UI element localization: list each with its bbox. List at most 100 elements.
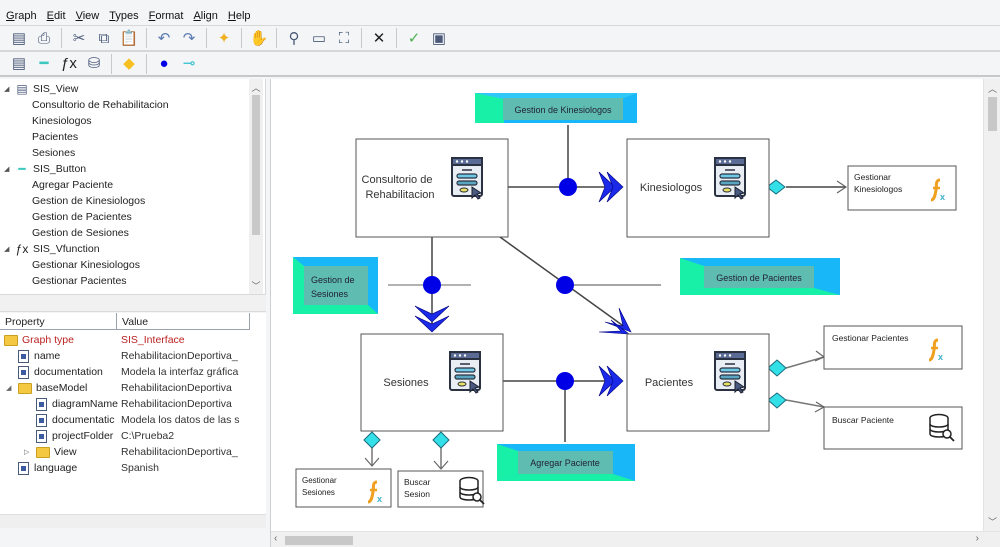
sis-function-tool-button[interactable]: ƒx xyxy=(58,53,80,75)
panel-splitter[interactable] xyxy=(0,294,266,312)
property-value[interactable]: RehabilitacionDeportiva_ xyxy=(121,350,238,362)
function-buscar-paciente[interactable]: Buscar Paciente xyxy=(823,406,963,450)
undo-button[interactable]: ↶ xyxy=(153,27,175,49)
tree-item[interactable]: Gestionar Kinesiologos xyxy=(32,259,140,271)
delete-button[interactable]: ✕ xyxy=(368,27,390,49)
cut-button[interactable]: ✂ xyxy=(68,27,90,49)
canvas-hscroll-thumb[interactable] xyxy=(285,536,353,545)
canvas-horizontal-scrollbar[interactable]: ‹ › xyxy=(271,531,1000,547)
paste-button[interactable]: 📋 xyxy=(118,27,140,49)
button-agregar-paciente[interactable]: Agregar Paciente xyxy=(497,444,635,481)
circle-connector-tool-button[interactable]: ● xyxy=(153,53,175,75)
canvas-vertical-scrollbar[interactable]: ︿ ﹀ xyxy=(983,79,1000,531)
collapse-triangle-icon[interactable]: ◢ xyxy=(6,385,12,392)
tree-item[interactable]: Agregar Paciente xyxy=(32,179,114,191)
property-value[interactable]: Modela la interfaz gráfica xyxy=(121,366,239,378)
menu-format[interactable]: Format xyxy=(149,10,184,22)
value-column-header[interactable]: Value xyxy=(117,313,250,330)
property-value[interactable]: RehabilitacionDeportiva_ xyxy=(121,446,238,458)
redo-button[interactable]: ↷ xyxy=(178,27,200,49)
fit-to-window-button[interactable]: ⛶ xyxy=(333,27,355,49)
property-column-header[interactable]: Property xyxy=(0,313,117,330)
function-gestionar-kinesiologos[interactable]: Gestionar Kinesiologos xyxy=(847,165,957,211)
scroll-up-arrow-icon[interactable]: ︿ xyxy=(987,84,997,94)
tree-scroll-thumb[interactable] xyxy=(252,95,260,235)
tree-item[interactable]: Gestion de Pacientes xyxy=(32,211,132,223)
expand-triangle-icon[interactable]: ▷ xyxy=(24,449,30,456)
export-image-button[interactable]: ▣ xyxy=(428,27,450,49)
delete-icon: ✕ xyxy=(372,29,386,47)
sis-view-tool-button[interactable]: ▤ xyxy=(8,53,30,75)
property-value[interactable]: Modela los datos de las s xyxy=(121,414,240,426)
button-gestion-pacientes[interactable]: Gestion de Pacientes xyxy=(680,258,840,295)
menu-view[interactable]: View xyxy=(76,10,100,22)
tree-vertical-scrollbar[interactable]: ︿ ﹀ xyxy=(249,79,263,294)
view-pacientes[interactable]: Pacientes xyxy=(626,333,770,432)
tree-item[interactable]: Gestion de Kinesiologos xyxy=(32,195,146,207)
print-button[interactable]: ⎙ xyxy=(33,27,55,49)
tree-item[interactable]: Sesiones xyxy=(32,147,76,159)
arrow-link-tool-button[interactable]: ⊸ xyxy=(178,53,200,75)
view-consultorio[interactable]: Consultorio de Rehabilitacion xyxy=(355,138,509,238)
menu-align[interactable]: Align xyxy=(193,10,217,22)
function-gestionar-sesiones[interactable]: Gestionar Sesiones xyxy=(295,468,392,508)
properties-horizontal-scrollbar[interactable] xyxy=(0,514,266,528)
button-gestion-kinesiologos[interactable]: Gestion de Kinesiologos xyxy=(475,93,637,123)
expand-triangle-icon[interactable]: ◢ xyxy=(4,246,10,253)
view-sesiones[interactable]: Sesiones xyxy=(360,333,504,432)
tree-group-sis-view[interactable]: ◢▤SIS_View xyxy=(0,81,78,97)
diagram-svg[interactable]: x xyxy=(271,79,983,531)
tree-item[interactable]: Consultorio de Rehabilitacion xyxy=(32,99,169,111)
property-value[interactable]: SIS_Interface xyxy=(121,334,185,346)
pan-hand-button[interactable]: ✋ xyxy=(248,27,270,49)
menu-graph[interactable]: Graph xyxy=(6,10,37,22)
scroll-down-arrow-icon[interactable]: ﹀ xyxy=(987,517,997,527)
tree-item[interactable]: Gestionar Pacientes xyxy=(32,275,127,287)
database-search-tool-button[interactable]: ⛁ xyxy=(83,53,105,75)
function-buscar-sesion[interactable]: Buscar Sesion xyxy=(397,470,485,508)
scroll-right-arrow-icon[interactable]: › xyxy=(975,533,979,544)
menu-edit[interactable]: Edit xyxy=(47,10,66,22)
zoom-button[interactable]: ⚲ xyxy=(283,27,305,49)
expand-triangle-icon[interactable]: ◢ xyxy=(4,86,10,93)
diamond-connector-tool-button[interactable]: ◆ xyxy=(118,53,140,75)
sis-button-tool-button[interactable]: ━ xyxy=(33,53,55,75)
scroll-up-arrow-icon[interactable]: ︿ xyxy=(251,83,261,93)
scroll-down-arrow-icon[interactable]: ﹀ xyxy=(251,281,261,291)
property-value[interactable]: RehabilitacionDeportiva xyxy=(121,382,232,394)
tree-item[interactable]: Pacientes xyxy=(32,131,79,143)
diamond-connector-icon xyxy=(766,179,786,195)
property-value[interactable]: Spanish xyxy=(121,462,159,474)
tree-group-sis-button[interactable]: ◢━SIS_Button xyxy=(0,161,86,177)
menu-bar: Graph Edit View Types Format Align Help xyxy=(0,6,1000,26)
tree-item[interactable]: Kinesiologos xyxy=(32,115,92,127)
property-value[interactable]: RehabilitacionDeportiva xyxy=(121,398,232,410)
expand-triangle-icon[interactable]: ◢ xyxy=(4,166,10,173)
diamond-connectors xyxy=(363,179,787,449)
button-gestion-sesiones[interactable]: Gestion de Sesiones xyxy=(293,257,378,314)
properties-button[interactable]: ▤ xyxy=(8,27,30,49)
menu-help[interactable]: Help xyxy=(228,10,251,22)
select-node-button[interactable]: ✦ xyxy=(213,27,235,49)
copy-button[interactable]: ⧉ xyxy=(93,27,115,49)
view-kinesiologos[interactable]: Kinesiologos xyxy=(626,138,770,238)
validate-check-button[interactable]: ✓ xyxy=(403,27,425,49)
diagram-canvas[interactable]: x xyxy=(270,79,1000,547)
rectangle-select-button[interactable]: ▭ xyxy=(308,27,330,49)
scroll-left-arrow-icon[interactable]: ‹ xyxy=(274,533,278,544)
function-gestionar-pacientes[interactable]: Gestionar Pacientes xyxy=(823,325,963,370)
tree-item[interactable]: Gestion de Sesiones xyxy=(32,227,129,239)
canvas-vscroll-thumb[interactable] xyxy=(988,97,997,131)
property-value[interactable]: C:\Prueba2 xyxy=(121,430,175,442)
menu-types[interactable]: Types xyxy=(109,10,138,22)
